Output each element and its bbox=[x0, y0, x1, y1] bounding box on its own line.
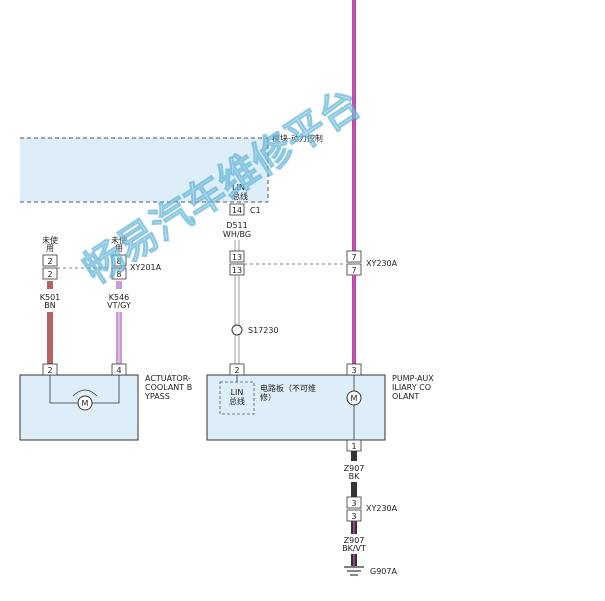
power-control-module bbox=[20, 138, 268, 202]
actuator-motor-letter: M bbox=[82, 399, 89, 408]
xy201a-pin2-box-b bbox=[42, 267, 58, 280]
xy230a-pin3-a: 3 bbox=[351, 499, 356, 508]
pump-board-label-2: 修） bbox=[260, 392, 276, 402]
wire-k501-id: K501 bbox=[40, 293, 61, 302]
actuator-label-1: ACTUATOR- bbox=[145, 374, 191, 383]
pump-label-1: PUMP-AUX bbox=[392, 374, 434, 383]
splice-s17230-name: S17230 bbox=[248, 326, 279, 335]
xy201a-pin8-b: 8 bbox=[116, 270, 121, 279]
pump-pin3: 3 bbox=[351, 366, 356, 375]
xy230a-pin3-box-a bbox=[346, 496, 362, 509]
xy230a-pin13-a: 13 bbox=[232, 253, 242, 262]
unused-label-1a: 未使 bbox=[42, 235, 58, 245]
xy230a-pin7-a: 7 bbox=[351, 253, 356, 262]
unused-label-2b: 用 bbox=[115, 244, 123, 253]
ground-name: G907A bbox=[370, 567, 397, 576]
pump-motor-letter: M bbox=[351, 394, 358, 403]
xy201a-pin2-box-a bbox=[42, 254, 58, 267]
pump-body bbox=[206, 374, 386, 441]
unused-label-2a: 未使 bbox=[111, 235, 127, 245]
wire-z907-bkvt-color: BK/VT bbox=[342, 544, 366, 553]
xy230a-pin7-b: 7 bbox=[351, 266, 356, 275]
pump-label-3: OLANT bbox=[392, 392, 419, 401]
xy201a-pin8-box-a bbox=[111, 254, 127, 267]
lin-label-top-1: LIN bbox=[232, 183, 245, 192]
wire-z907-bk-color: BK bbox=[349, 472, 360, 481]
wire-k501-color: BN bbox=[44, 301, 55, 310]
wire-k546-id: K546 bbox=[109, 293, 130, 302]
xy230a-pin13-b: 13 bbox=[232, 266, 242, 275]
actuator-internal-wire-2 bbox=[92, 375, 120, 404]
xy230a-pin13-box-b bbox=[229, 263, 245, 276]
pump-lin-label-2: 总线 bbox=[229, 396, 245, 406]
wire-d511-id: D511 bbox=[226, 221, 247, 230]
wire-d511-color: WH/BG bbox=[223, 230, 251, 239]
xy230a-bottom-name: XY230A bbox=[366, 504, 398, 513]
xy201a-pin2-b: 2 bbox=[47, 270, 52, 279]
unused-label-1b: 用 bbox=[46, 244, 54, 253]
actuator-label-2: COOLANT B bbox=[145, 383, 192, 392]
wire-z907-bk bbox=[351, 482, 357, 497]
lin-label-top-2: 总线 bbox=[232, 191, 248, 201]
actuator-rotation-arrow bbox=[72, 389, 98, 397]
xy230a-pin3-b: 3 bbox=[351, 512, 356, 521]
xy201a-pin2-a: 2 bbox=[47, 257, 52, 266]
wire-z907-bk-stub bbox=[351, 451, 357, 461]
xy230a-pin13-box-a bbox=[229, 250, 245, 263]
c1-pin: 14 bbox=[232, 206, 242, 215]
xy230a-top-name: XY230A bbox=[366, 259, 398, 268]
wire-z907-bkvt-id: Z907 bbox=[344, 536, 365, 545]
xy201a-pin8-a: 8 bbox=[116, 257, 121, 266]
wire-k501 bbox=[47, 312, 53, 364]
pump-label-2: ILIARY CO bbox=[392, 383, 431, 392]
wire-k546-color: VT/GY bbox=[107, 301, 131, 310]
actuator-internal-wire bbox=[49, 375, 78, 404]
wire-z907-bk-id: Z907 bbox=[344, 464, 365, 473]
xy230a-pin7-box-a bbox=[346, 250, 362, 263]
actuator-motor bbox=[77, 395, 93, 411]
module-label: 模块-动力控制 bbox=[272, 133, 323, 143]
wire-k501-stub bbox=[47, 281, 53, 289]
c1-name: C1 bbox=[250, 206, 261, 215]
actuator-pin2: 2 bbox=[47, 366, 52, 375]
pump-pin1: 1 bbox=[351, 442, 356, 451]
xy201a-name: XY201A bbox=[130, 263, 162, 272]
wire-k546-stub bbox=[116, 281, 122, 289]
actuator-label-3: YPASS bbox=[144, 392, 170, 401]
splice-s17230 bbox=[231, 324, 243, 336]
pump-board-label-1: 电路板（不可维 bbox=[260, 383, 316, 393]
pump-lin-label-1: LIN bbox=[231, 388, 244, 397]
actuator-pin4: 4 bbox=[116, 366, 121, 375]
c1-pin-box bbox=[229, 203, 245, 216]
pump-pin2: 2 bbox=[234, 366, 239, 375]
xy201a-pin8-box-b bbox=[111, 267, 127, 280]
